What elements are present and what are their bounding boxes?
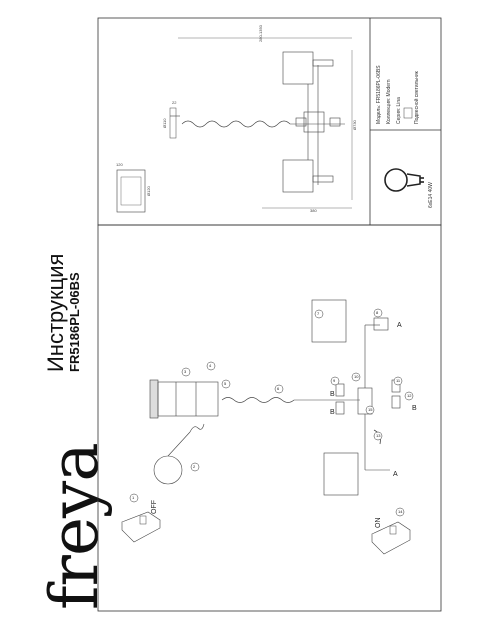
svg-text:11: 11	[396, 378, 401, 383]
assembly-frame	[97, 224, 442, 612]
switch-on-label: ON	[375, 518, 382, 529]
dim-canopy-dia: Ø120	[146, 185, 151, 196]
svg-text:4: 4	[209, 363, 212, 368]
bulb-icon	[384, 168, 424, 192]
svg-text:13: 13	[376, 433, 381, 438]
pendant-icon	[403, 107, 413, 119]
label-a-bottom: A	[393, 471, 398, 478]
svg-text:12: 12	[407, 393, 412, 398]
dim-canopy: 120	[116, 162, 123, 167]
label-a-top: A	[397, 322, 402, 329]
dim-chain: Ø110	[162, 118, 167, 128]
dim-total: Ø730	[352, 119, 357, 130]
dim-width: 380	[310, 208, 317, 213]
bulb-spec: 6xE14 40W	[428, 182, 434, 208]
spec-collection: Коллекция: Modern	[386, 79, 392, 124]
dim-span: 280-1350	[258, 24, 263, 42]
svg-text:3: 3	[184, 369, 187, 374]
dim-small: 22	[172, 100, 177, 105]
spec-series: Серия: Lina	[396, 97, 402, 124]
label-b-left: B	[330, 391, 335, 398]
callouts	[129, 308, 414, 517]
label-b-left-2: B	[330, 409, 335, 416]
dimension-drawing	[116, 37, 353, 213]
svg-text:5: 5	[224, 381, 227, 386]
callout-numbers: 1 2 3 4 5 6 7 8 9 10 11 12 13 14 15	[132, 310, 412, 514]
svg-text:2: 2	[193, 464, 196, 469]
canopy-view	[116, 169, 146, 213]
svg-text:14: 14	[398, 509, 403, 514]
label-b-right: B	[412, 405, 417, 412]
svg-text:7: 7	[317, 311, 320, 316]
switch-off-label: OFF	[151, 500, 158, 514]
svg-text:9: 9	[333, 378, 336, 383]
svg-text:15: 15	[368, 407, 373, 412]
svg-text:1: 1	[132, 495, 135, 500]
spec-model: Модель: FR5186PL-06BS	[376, 65, 382, 124]
svg-text:8: 8	[376, 310, 379, 315]
spec-panel: Модель: FR5186PL-06BS Коллекция: Modern …	[376, 65, 420, 124]
assembly-diagram	[121, 299, 411, 555]
svg-text:6: 6	[277, 386, 280, 391]
spec-type: Подвесной светильник	[413, 70, 420, 124]
svg-text:10: 10	[354, 374, 359, 379]
